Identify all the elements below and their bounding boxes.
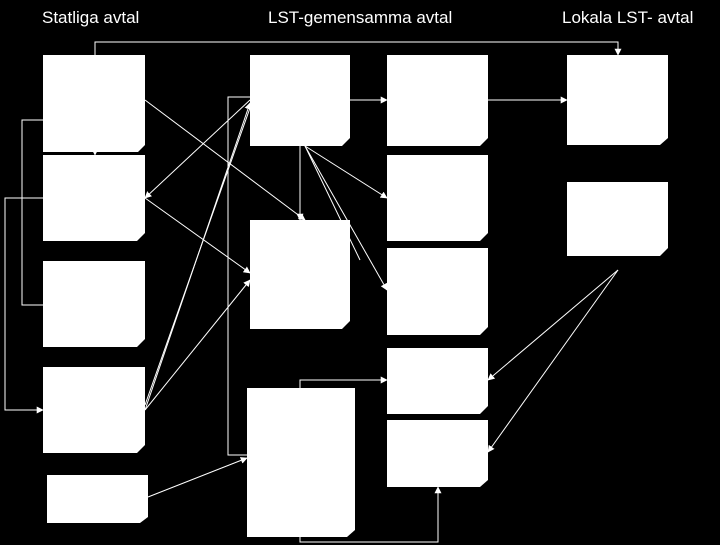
connector-lst1-lst6a [304, 145, 388, 291]
connector-s4-lst2 [144, 279, 251, 411]
box-lst-7 [387, 348, 488, 414]
connector-lokal2-lst8 [487, 269, 619, 453]
box-lst-3 [247, 388, 355, 537]
connector-lst1-lst5 [304, 145, 388, 199]
box-statlig-1 [43, 55, 145, 152]
header-statliga-avtal: Statliga avtal [42, 8, 140, 27]
connector-s1-lst2 [144, 99, 306, 221]
connector-s2-lst2 [144, 197, 251, 274]
connector-lst-left-vertical [227, 96, 250, 456]
box-lst-1 [250, 55, 350, 146]
header-lokala-lst-avtal: Lokala LST- avtal [562, 8, 694, 27]
connector-left-loop-s3 [21, 119, 43, 306]
box-lst-6 [387, 248, 488, 335]
connector-s5-lst3 [147, 457, 248, 498]
connector-lst1-lst6b [304, 145, 361, 261]
box-lst-4 [387, 55, 488, 146]
connector-s4-lst1-b [144, 107, 251, 406]
box-statlig-4 [43, 367, 145, 453]
header-lst-gemensamma-avtal: LST-gemensamma avtal [268, 8, 453, 27]
connector-lst1-s2 [144, 99, 251, 199]
connector-lst3-lst7 [299, 376, 388, 388]
connector-lokal2-lst7 [487, 269, 619, 381]
box-lst-8 [387, 420, 488, 487]
box-lst-2 [250, 220, 350, 329]
connector-lst3-lst8 [299, 486, 442, 543]
box-statlig-3 [43, 261, 145, 347]
connector-top-bracket [94, 41, 622, 56]
box-lokal-1 [567, 55, 668, 145]
box-lst-5 [387, 155, 488, 241]
connector-left-loop-s4 [4, 197, 44, 414]
box-statlig-5 [47, 475, 148, 523]
box-lokal-2 [567, 182, 668, 256]
box-statlig-2 [43, 155, 145, 241]
